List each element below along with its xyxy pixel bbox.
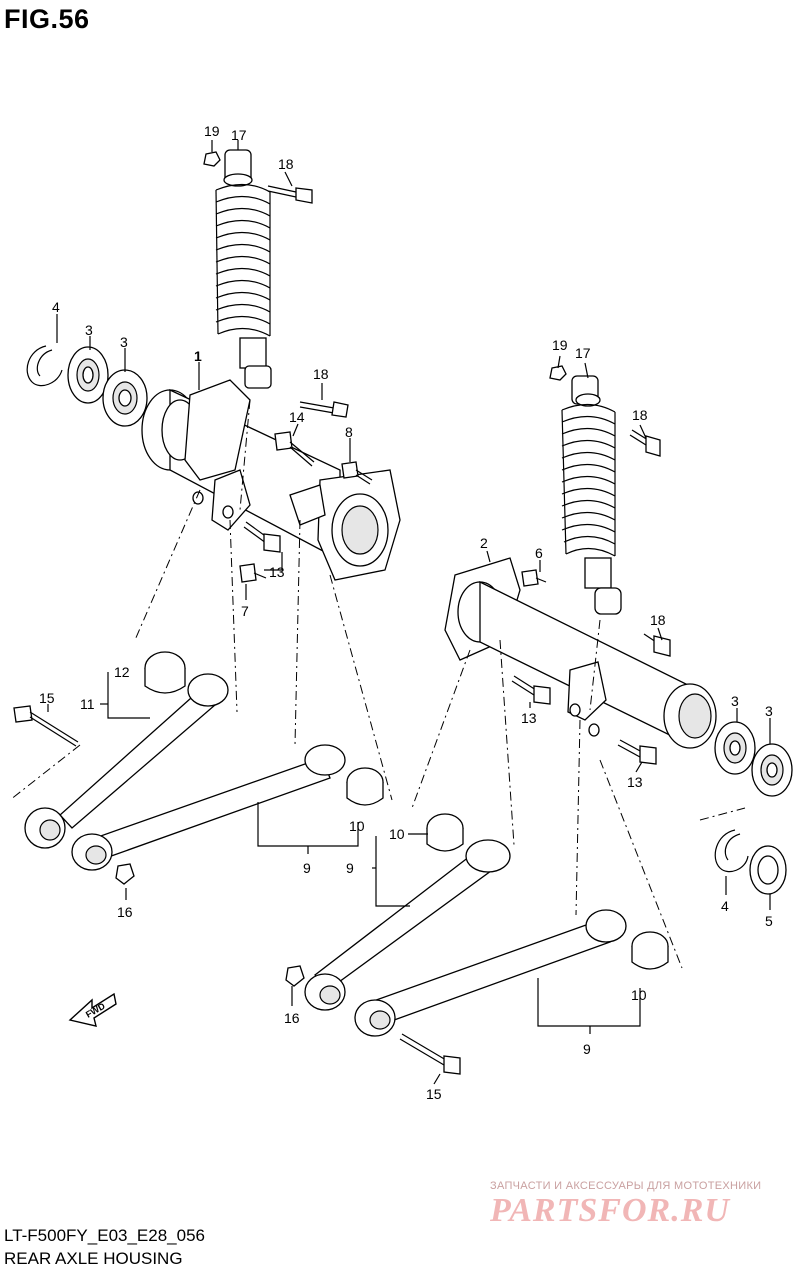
callout-15-left: 15 [39,690,55,706]
callout-17-right: 17 [575,345,591,361]
bolt-13-lower-right [617,739,657,765]
leader-lines [47,140,771,1085]
watermark-tagline: ЗАПЧАСТИ И АКСЕССУАРЫ ДЛЯ МОТОТЕХНИКИ [490,1180,762,1192]
nut-19-left [203,151,221,167]
bolt-18-top-left [267,185,313,204]
lower-arm-9-right [354,909,627,1037]
callout-18-mid-left: 18 [313,366,329,382]
callout-18-top-right: 18 [632,407,648,423]
callout-13-mid-right: 13 [521,710,537,726]
bolt-15-right [399,1033,461,1075]
axle-housing-1 [141,379,401,581]
callout-18-top-left: 18 [278,156,294,172]
callout-10-left: 10 [349,818,365,834]
lower-arm-9-left [71,744,346,871]
bushing-10-left [346,767,384,806]
bolt-18-mid-right [643,633,671,657]
bolt-13-left [243,521,281,553]
callout-15-right: 15 [426,1086,442,1102]
shock-absorber-right [561,375,622,615]
bearing-3-outer-left [67,346,109,404]
figure-label: FIG.56 [4,4,90,34]
nut-16-left [115,863,135,885]
callouts: 19 17 18 4 3 3 1 18 14 8 13 7 12 11 15 1… [39,123,773,1102]
callout-18-mid-right: 18 [650,612,666,628]
callout-13-left: 13 [269,564,285,580]
bushing-10-right [631,931,669,970]
bolt-18-mid-left [299,401,349,418]
bolt-15-left [13,705,79,747]
callout-5: 5 [765,913,773,929]
callout-19-left: 19 [204,123,220,139]
callout-13-lower-right: 13 [627,774,643,790]
nut-16-right [285,965,305,987]
assembly-guide-lines [9,399,746,969]
bearing-3-inner-left [102,369,148,427]
callout-3-inner-left: 3 [120,334,128,350]
bolt-14 [274,431,315,467]
callout-9-left: 9 [303,860,311,876]
section-name: REAR AXLE HOUSING [4,1249,183,1268]
upper-arm-11 [24,673,229,849]
callout-17-left: 17 [231,127,247,143]
bolt-13-mid-right [511,675,551,705]
callout-14: 14 [289,409,305,425]
bolt-7 [239,563,267,583]
callout-9-right: 9 [583,1041,591,1057]
callout-6: 6 [535,545,543,561]
callout-3-outer-right: 3 [765,703,773,719]
bushing-10-mid [426,813,464,852]
callout-12: 12 [114,664,130,680]
callout-16-right: 16 [284,1010,300,1026]
bearing-3-outer-right [751,743,793,797]
lower-arm-9-mid [304,839,511,1011]
callout-10-right: 10 [631,987,647,1003]
bolt-6 [521,569,547,587]
callout-16-left: 16 [117,904,133,920]
callout-9-mid: 9 [346,860,354,876]
seal-5 [749,845,787,895]
callout-7: 7 [241,603,249,619]
axle-housing-2 [444,557,717,749]
callout-3-outer-left: 3 [85,322,93,338]
model-code: LT-F500FY_E03_E28_056 [4,1226,205,1245]
callout-3-inner-right: 3 [731,693,739,709]
callout-8: 8 [345,424,353,440]
callout-4-left: 4 [52,299,60,315]
shock-absorber-left [215,149,272,389]
callout-2: 2 [480,535,488,551]
bolt-18-top-right [629,429,661,457]
circlip-4-right [714,829,749,873]
callout-10-mid: 10 [389,826,405,842]
bushing-12 [144,651,186,694]
callout-4-right: 4 [721,898,729,914]
callout-1: 1 [194,348,202,364]
bolt-8 [341,461,373,485]
callout-19-right: 19 [552,337,568,353]
callout-11: 11 [80,696,95,712]
fwd-direction-marker: FWD [68,992,117,1027]
bearing-3-inner-right [714,721,756,775]
nut-19-right [549,365,567,381]
watermark-brand: PARTSFOR.RU [490,1192,730,1229]
circlip-4-left [26,345,63,387]
